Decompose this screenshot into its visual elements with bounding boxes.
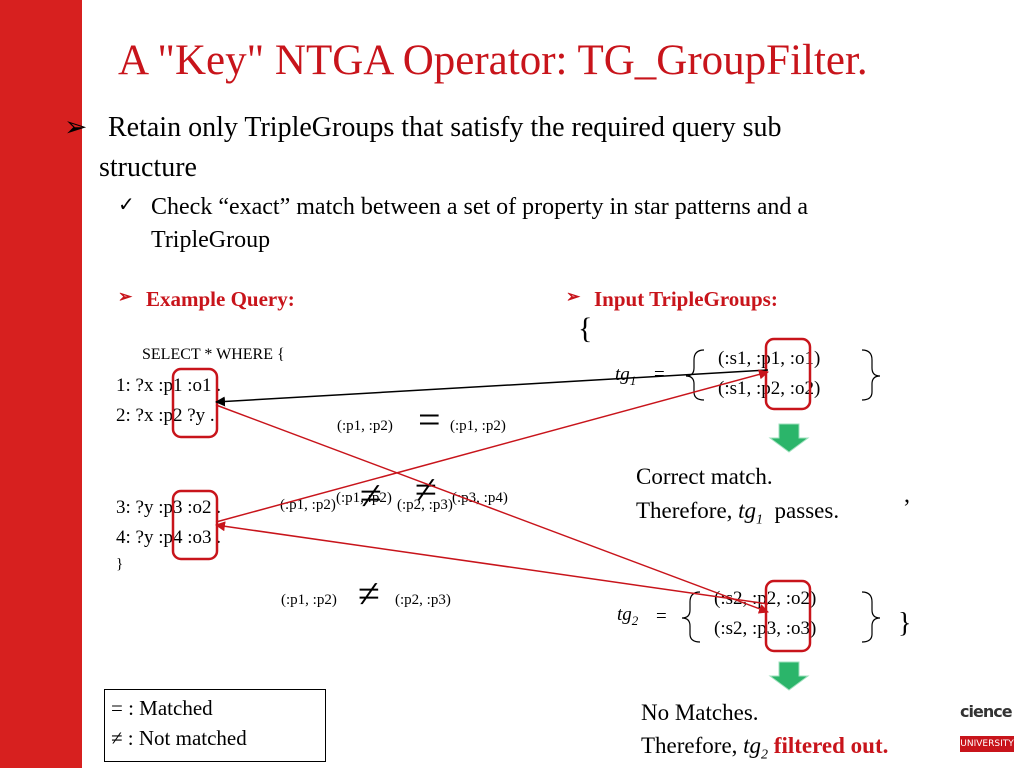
query-line-4: 4: ?y :p4 :o3 . bbox=[116, 527, 222, 548]
result-2-line2: Therefore, tg2 filtered out. bbox=[641, 733, 889, 763]
legend-matched: = : Matched bbox=[111, 696, 213, 720]
result-1-line1: Correct match. bbox=[636, 464, 773, 489]
tg1-triple-1: (:s1, :p1, :o1) bbox=[718, 348, 821, 369]
tg1-property-highlight bbox=[764, 337, 812, 411]
arrow-bullet-icon: ➢ bbox=[566, 287, 581, 306]
tg2-label: tg2 bbox=[617, 604, 639, 628]
left-accent-bar bbox=[0, 0, 82, 768]
separator-comma: , bbox=[904, 482, 910, 508]
query-line-2: 2: ?x :p2 ?y . bbox=[116, 405, 215, 426]
legend-box: = : Matched ≠ : Not matched bbox=[104, 689, 326, 762]
compare-3-right: (:p2, :p3) bbox=[395, 592, 451, 608]
down-arrow-icon bbox=[768, 423, 810, 453]
not-equal-symbol: ≠ bbox=[358, 571, 380, 616]
logo-word: cience bbox=[960, 702, 1013, 721]
query-star2-highlight bbox=[171, 489, 219, 561]
input-triplegroups-heading: Input TripleGroups: bbox=[594, 287, 778, 311]
main-bullet-line2: structure bbox=[99, 152, 197, 183]
query-select: SELECT * WHERE { bbox=[142, 346, 285, 363]
down-arrow-icon bbox=[768, 661, 810, 691]
arrow-bullet-icon: ➢ bbox=[64, 112, 88, 143]
university-logo: cience UNIVERSITY bbox=[958, 700, 1016, 758]
match-arrow bbox=[215, 369, 769, 407]
result-2-line1: No Matches. bbox=[641, 700, 759, 725]
query-close: } bbox=[116, 556, 124, 572]
not-equal-symbol: ≠ bbox=[415, 467, 437, 512]
compare-arrow-star2-tg1 bbox=[215, 369, 769, 523]
tg1-triple-2: (:s1, :p2, :o2) bbox=[718, 378, 821, 399]
compare-1-right: (:p1, :p2) bbox=[450, 418, 506, 434]
not-equal-symbol: ≠ bbox=[360, 473, 382, 518]
tg1-equals: = bbox=[654, 364, 665, 385]
compare-2b-left: (:p1, :p2) bbox=[336, 490, 392, 506]
tg2-equals: = bbox=[656, 606, 667, 627]
sub-bullet-line2: TripleGroup bbox=[151, 227, 271, 253]
legend-not-matched: ≠ : Not matched bbox=[111, 726, 247, 750]
compare-2b-right: (:p3, :p4) bbox=[452, 490, 508, 506]
tg1-open-brace bbox=[685, 349, 705, 401]
tg2-close-brace bbox=[861, 591, 881, 643]
compare-1-left: (:p1, :p2) bbox=[337, 418, 393, 434]
query-star1-highlight bbox=[171, 367, 219, 439]
arrow-bullet-icon: ➢ bbox=[118, 287, 133, 306]
tg2-open-brace bbox=[681, 591, 701, 643]
tg1-close-brace bbox=[861, 349, 881, 401]
compare-arrow-tg2-star2 bbox=[215, 521, 769, 605]
slide-title: A "Key" NTGA Operator: TG_GroupFilter. bbox=[118, 37, 868, 84]
main-bullet-line1: Retain only TripleGroups that satisfy th… bbox=[108, 112, 782, 143]
compare-3-left: (:p1, :p2) bbox=[281, 592, 337, 608]
logo-sub: UNIVERSITY bbox=[960, 736, 1014, 752]
example-query-heading: Example Query: bbox=[146, 287, 295, 311]
result-1-line2: Therefore, tg1 passes. bbox=[636, 498, 840, 528]
check-bullet-icon: ✓ bbox=[118, 194, 135, 216]
tg1-label: tg1 bbox=[615, 364, 637, 388]
query-line-1: 1: ?x :p1 :o1 . bbox=[116, 375, 222, 396]
query-line-3: 3: ?y :p3 :o2 . bbox=[116, 497, 222, 518]
tg2-property-highlight bbox=[764, 579, 812, 653]
outer-close-brace: } bbox=[898, 608, 912, 639]
outer-open-brace: { bbox=[578, 312, 593, 345]
compare-2a-right: (:p2, :p3) bbox=[397, 497, 453, 513]
compare-arrow-star1-tg2 bbox=[215, 404, 769, 614]
equal-symbol: = bbox=[418, 397, 441, 442]
sub-bullet-line1: Check “exact” match between a set of pro… bbox=[151, 194, 809, 220]
